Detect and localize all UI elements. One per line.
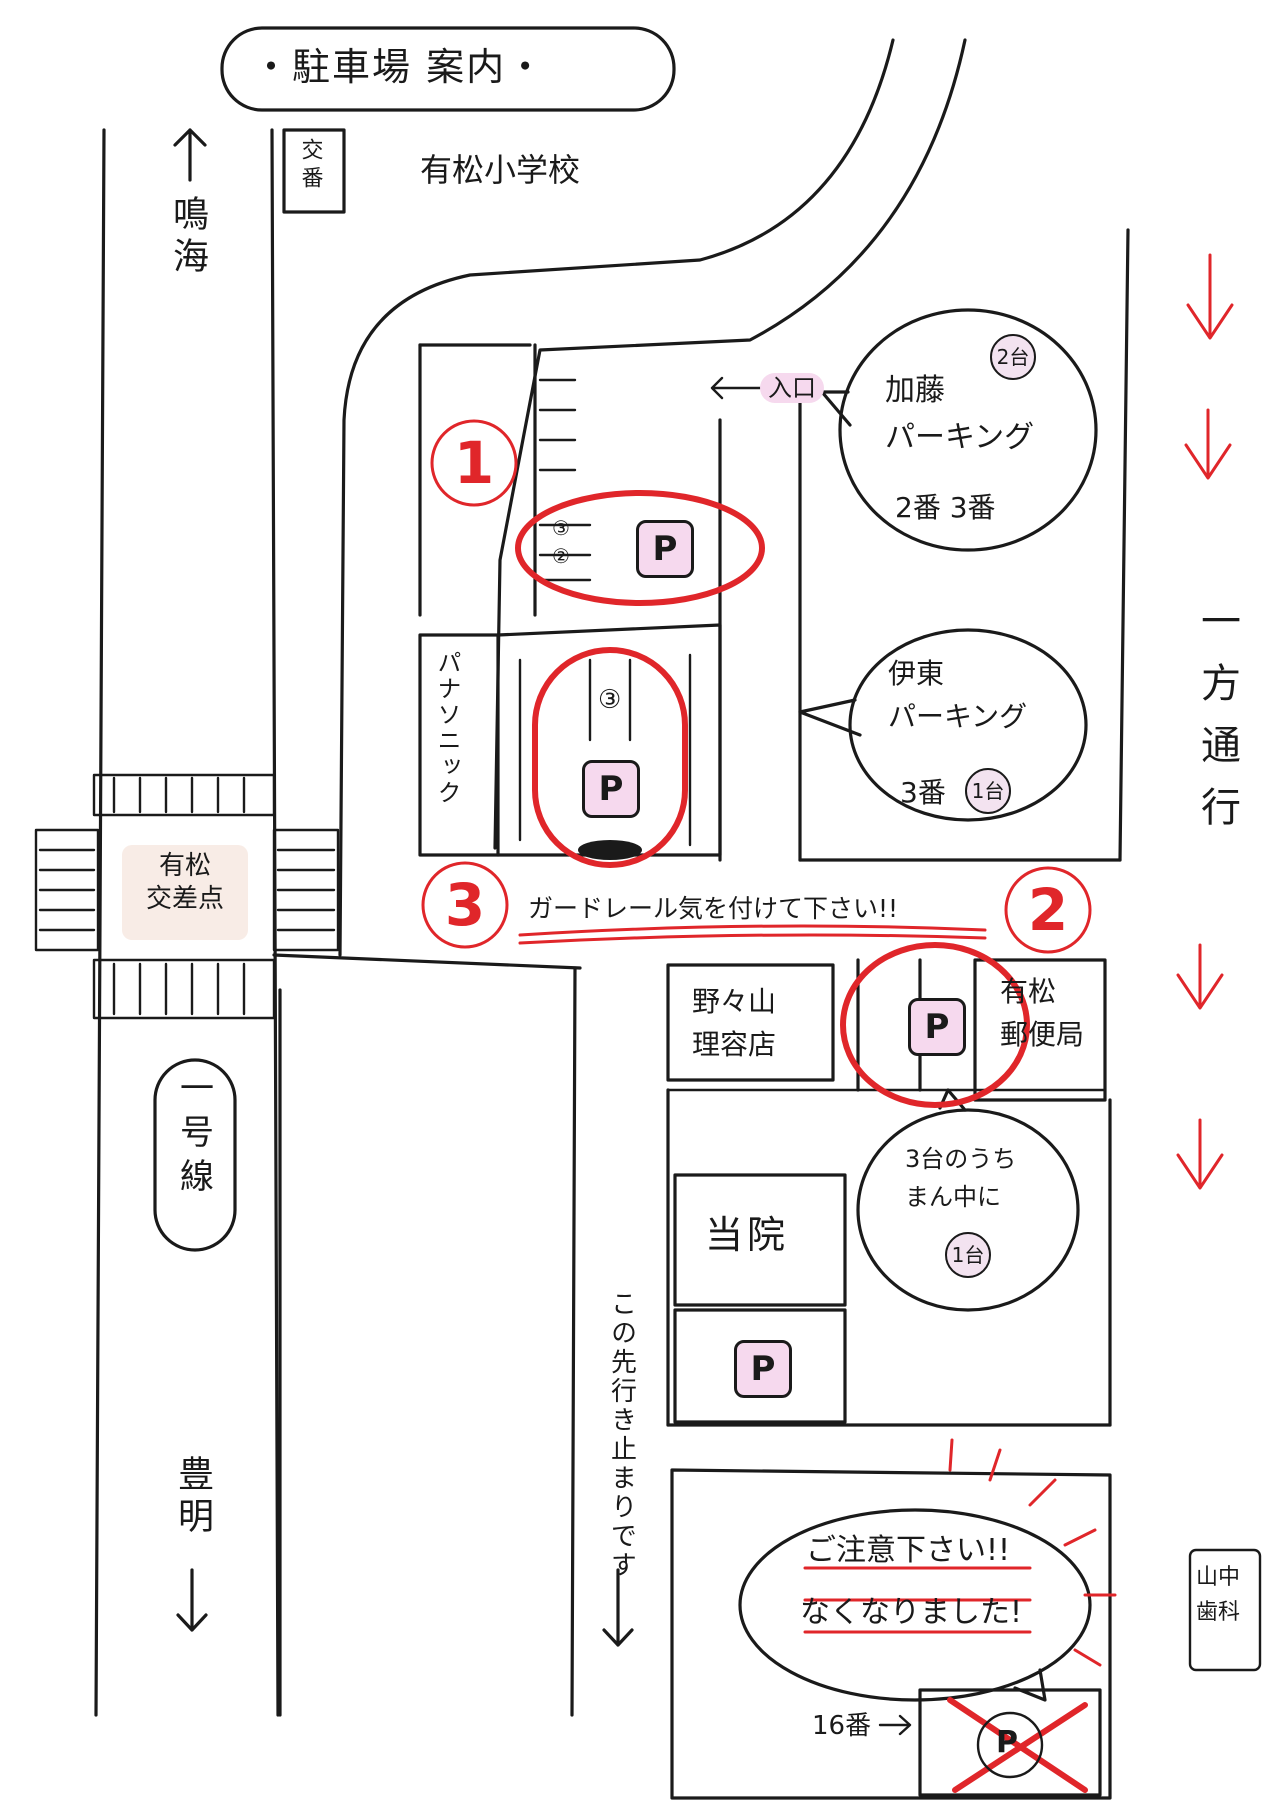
curved-road-left (338, 38, 895, 957)
kato-parking-name: 加藤 パーキング (885, 373, 1035, 455)
south-arrow (176, 1568, 208, 1632)
ito-parking-highlight (532, 647, 688, 868)
guardrail-warning: ガードレール気を付けて下さい!! (528, 894, 899, 923)
koban-label: 交番 (297, 138, 323, 194)
curved-road-right (493, 38, 967, 850)
ito-parking-name: 伊東 パーキング (888, 657, 1028, 734)
crosswalk-top (92, 773, 276, 817)
dead-end-label: この先行き止まりです (606, 1290, 637, 1580)
kato-spaces-label: 2番 3番 (895, 491, 996, 524)
crossing-label: 有松 交差点 (145, 851, 224, 914)
middle-bubble (856, 1108, 1080, 1312)
removed-x-1 (947, 1697, 1088, 1793)
kato-parking-highlight (515, 490, 765, 606)
slot-2-kato: ② (552, 544, 570, 568)
barber-block (666, 963, 835, 1082)
parking-p-ito: P (582, 760, 640, 818)
notice-bubble (738, 1508, 1092, 1702)
clinic-block (673, 1173, 847, 1307)
dental-box (1188, 1548, 1262, 1672)
koban-box (282, 128, 346, 214)
marker-3-circle (421, 861, 509, 949)
spot16-arrow (878, 1714, 912, 1736)
clinic-label: 当院 (705, 1213, 790, 1257)
middle-count: 1台 (945, 1232, 991, 1278)
spot16-label: 16番 (812, 1711, 872, 1741)
parking-p-clinic: P (734, 1340, 792, 1398)
page-title: ・駐車場 案内・ (252, 45, 547, 89)
notice-line-2: なくなりました! (800, 1595, 1023, 1630)
panasonic-block (418, 633, 500, 857)
post-office-label: 有松 郵便局 (1000, 975, 1085, 1052)
guardrail-underline (518, 924, 987, 937)
marker-1-circle (430, 419, 518, 507)
dental-label: 山中 歯科 (1196, 1565, 1241, 1626)
clinic-lot (673, 1308, 847, 1424)
north-arrow (173, 128, 207, 182)
slot-3-ito: ③ (598, 685, 622, 715)
notice-line-1: ご注意下さい!! (806, 1533, 1011, 1568)
entrance-arrow (710, 376, 762, 400)
middle-bubble-text: 3台のうち まん中に (905, 1145, 1017, 1212)
kato-count: 2台 (990, 334, 1036, 380)
crosswalk-stripes (38, 776, 336, 1016)
marker-2-circle (1004, 866, 1092, 954)
marker-2: 2 (1027, 876, 1069, 944)
car-shape (578, 840, 642, 860)
parking-p-kato: P (636, 520, 694, 578)
removed-p-circle (976, 1711, 1044, 1779)
crosswalk-right (272, 828, 340, 952)
barber-label: 野々山 理容店 (692, 985, 777, 1062)
marker-1: 1 (453, 429, 495, 497)
school-label: 有松小学校 (420, 151, 581, 189)
title-plate (220, 26, 676, 112)
post-office-block (973, 958, 1107, 1102)
crosswalk-bottom (92, 958, 276, 1020)
entrance-label: 入口 (760, 373, 824, 403)
parking-p-middle: P (908, 998, 966, 1056)
slot-3-kato: ③ (552, 516, 570, 540)
one-way-arrows (1176, 253, 1234, 1190)
notice-rays (948, 1438, 1117, 1667)
crosswalk-left (34, 828, 100, 952)
dead-end-arrow (602, 1568, 634, 1647)
ito-bubble (848, 628, 1088, 822)
route1-oval (153, 1058, 237, 1252)
marker-3: 3 (444, 871, 486, 939)
removed-x-2 (952, 1702, 1088, 1793)
ito-spaces-label: 3番 (900, 776, 946, 809)
toyoake-label: 豊明 (172, 1455, 213, 1539)
route1-label: 一号線 (173, 1070, 214, 1202)
middle-parking-highlight (840, 942, 1030, 1108)
east-road-edge (1118, 228, 1130, 862)
narumi-label: 鳴海 (167, 195, 208, 279)
kato-bubble (838, 308, 1098, 552)
ito-count: 1台 (965, 768, 1011, 814)
south-block (670, 1468, 1112, 1800)
one-way-label: 一方通行 (1194, 600, 1240, 848)
parking-p-removed: P (996, 1725, 1018, 1760)
spot16-lot (918, 1688, 1102, 1797)
route1-left-edge (94, 128, 106, 1717)
panasonic-label: パナソニック (433, 650, 461, 806)
